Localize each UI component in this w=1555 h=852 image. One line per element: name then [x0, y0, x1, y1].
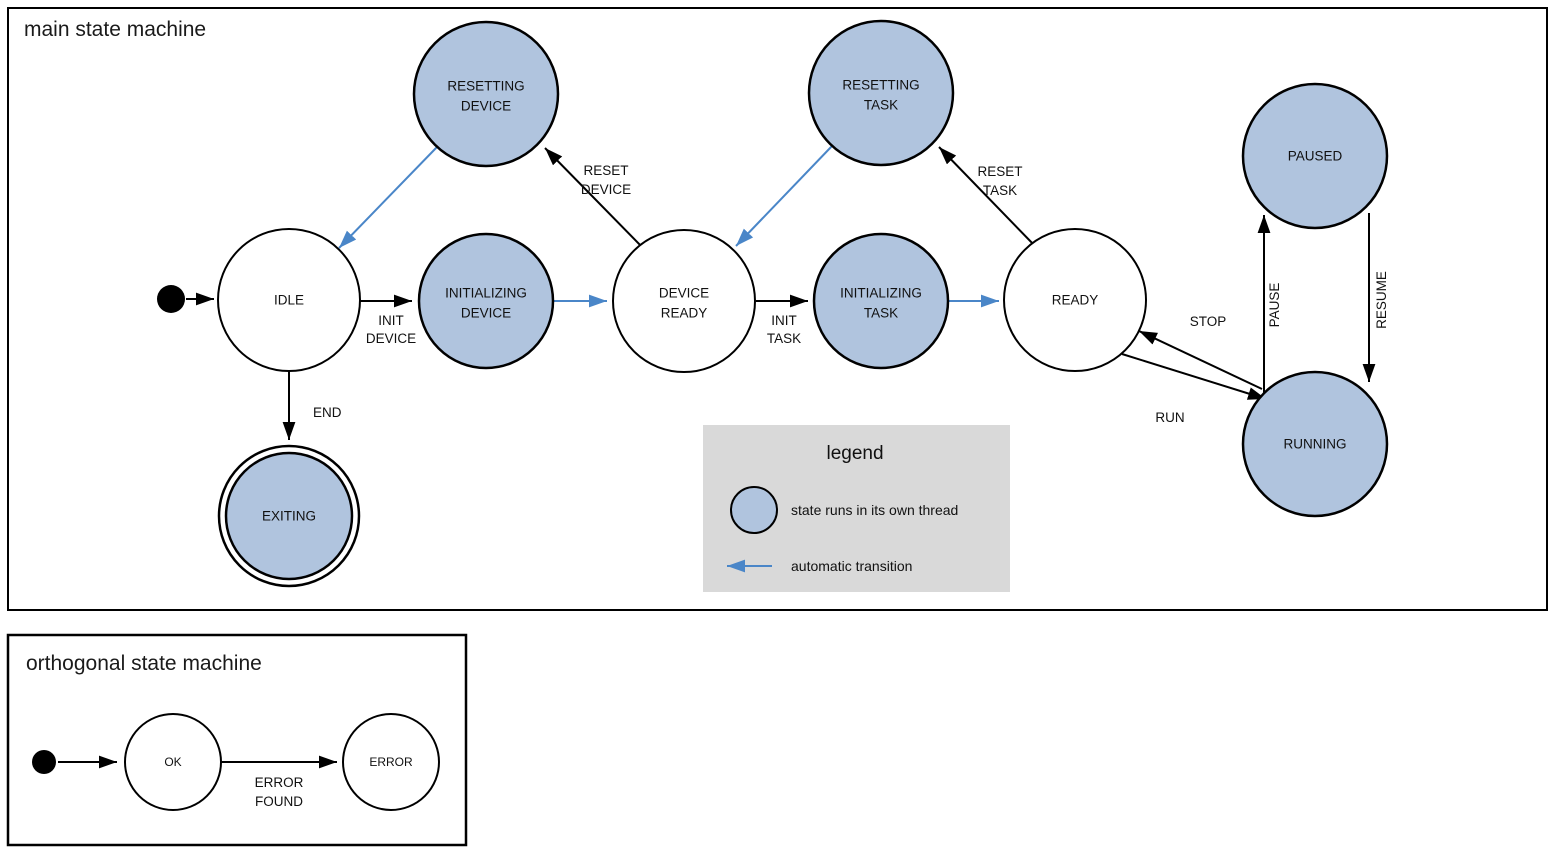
transition-label-init-device-line2: DEVICE — [366, 331, 416, 346]
legend-threaded-state-icon — [730, 486, 778, 534]
state-ready-circle[interactable] — [1003, 228, 1147, 372]
orthogonal-frame-title: orthogonal state machine — [26, 652, 262, 675]
initial-state-marker-orthogonal — [32, 750, 56, 774]
main-state-machine-frame: main state machine INIT DEVICE END RESET… — [7, 7, 1548, 611]
state-initializing-task-label-line1: INITIALIZING — [840, 286, 922, 301]
state-initializing-task-label-line2: TASK — [864, 306, 898, 321]
transition-label-pause: PAUSE — [1267, 283, 1282, 328]
state-initializing-device-circle[interactable] — [417, 232, 555, 370]
transition-device-ready-resetting-device — [544, 147, 644, 249]
state-resetting-device-circle[interactable] — [412, 20, 560, 168]
transition-label-reset-task-line1: RESET — [977, 164, 1022, 179]
state-resetting-device-label-line2: DEVICE — [461, 99, 511, 114]
state-paused[interactable]: PAUSED — [1241, 82, 1389, 230]
transition-label-run: RUN — [1155, 410, 1184, 425]
state-running-circle[interactable] — [1241, 370, 1389, 518]
transition-ready-running — [1121, 353, 1267, 400]
transition-label-reset-task-line2: TASK — [983, 183, 1017, 198]
transition-label-reset-device-line2: DEVICE — [581, 182, 631, 197]
transition-label-reset-device-line1: RESET — [583, 163, 628, 178]
state-error[interactable]: ERROR — [342, 713, 440, 811]
legend-title: legend — [826, 443, 883, 464]
state-resetting-device[interactable]: RESETTING DEVICE — [412, 20, 560, 168]
transition-label-error-found-line2: FOUND — [255, 794, 303, 809]
transition-ready-resetting-task — [938, 146, 1037, 248]
initial-state-marker-main — [157, 285, 185, 313]
state-initializing-device-label-line2: DEVICE — [461, 306, 511, 321]
transition-label-init-device-line1: INIT — [378, 313, 404, 328]
transition-resetting-task-device-ready — [735, 145, 833, 247]
state-resetting-task-label-line1: RESETTING — [842, 78, 919, 93]
state-ok[interactable]: OK — [124, 713, 222, 811]
state-error-circle[interactable] — [342, 713, 440, 811]
main-transitions: INIT DEVICE END RESET DEVICE INIT TASK R… — [186, 145, 1389, 440]
state-exiting[interactable]: EXITING — [217, 444, 361, 588]
state-error-label: ERROR — [369, 755, 413, 769]
state-ok-circle[interactable] — [124, 713, 222, 811]
state-initializing-device-label-line1: INITIALIZING — [445, 286, 527, 301]
state-resetting-task[interactable]: RESETTING TASK — [807, 19, 955, 167]
transition-label-stop: STOP — [1190, 314, 1227, 329]
state-device-ready-label-line1: DEVICE — [659, 286, 709, 301]
state-device-ready-circle[interactable] — [612, 229, 756, 373]
transition-label-end: END — [313, 405, 342, 420]
state-resetting-task-circle[interactable] — [807, 19, 955, 167]
main-frame-title: main state machine — [24, 18, 206, 41]
transition-running-ready — [1138, 330, 1263, 390]
state-device-ready-label-line2: READY — [661, 306, 708, 321]
state-ready-label: READY — [1052, 293, 1099, 308]
legend-automatic-transition-text: automatic transition — [791, 558, 912, 574]
legend: legend state runs in its own thread auto… — [703, 425, 1010, 592]
transition-label-error-found-line1: ERROR — [255, 775, 304, 790]
orthogonal-transitions: ERROR FOUND — [58, 755, 337, 809]
state-idle-circle[interactable] — [217, 228, 361, 372]
state-exiting-label: EXITING — [262, 509, 316, 524]
orthogonal-state-machine-frame: orthogonal state machine ERROR FOUND OK … — [6, 633, 468, 847]
state-initializing-task-circle[interactable] — [812, 232, 950, 370]
state-exiting-inner-circle[interactable] — [224, 451, 354, 581]
state-idle-label: IDLE — [274, 293, 304, 308]
legend-threaded-state-text: state runs in its own thread — [791, 502, 958, 518]
state-paused-circle[interactable] — [1241, 82, 1389, 230]
state-ok-label: OK — [164, 755, 181, 769]
state-device-ready[interactable]: DEVICE READY — [612, 229, 756, 373]
state-ready[interactable]: READY — [1003, 228, 1147, 372]
state-initializing-device[interactable]: INITIALIZING DEVICE — [417, 232, 555, 370]
transition-label-resume: RESUME — [1374, 271, 1389, 329]
state-resetting-task-label-line2: TASK — [864, 98, 898, 113]
transition-resetting-device-idle — [338, 146, 438, 249]
state-paused-label: PAUSED — [1288, 149, 1343, 164]
state-initializing-task[interactable]: INITIALIZING TASK — [812, 232, 950, 370]
state-resetting-device-label-line1: RESETTING — [447, 79, 524, 94]
state-running[interactable]: RUNNING — [1241, 370, 1389, 518]
transition-label-init-task-line2: TASK — [767, 331, 801, 346]
state-idle[interactable]: IDLE — [217, 228, 361, 372]
transition-label-init-task-line1: INIT — [771, 313, 797, 328]
state-running-label: RUNNING — [1284, 437, 1347, 452]
